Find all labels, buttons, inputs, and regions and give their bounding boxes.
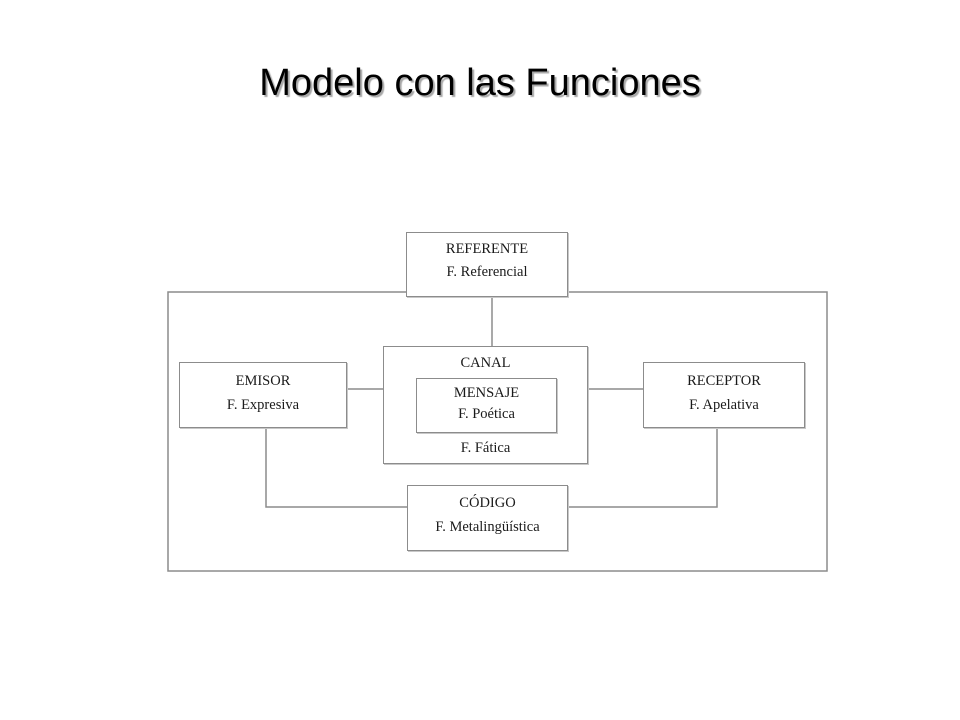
canal-label: CANAL: [460, 355, 511, 371]
receptor-label: RECEPTOR: [687, 373, 761, 389]
mensaje-box: MENSAJE F. Poética: [416, 378, 557, 433]
mensaje-function: F. Poética: [458, 406, 515, 422]
referente-function: F. Referencial: [446, 264, 528, 280]
referente-label: REFERENTE: [445, 241, 529, 257]
codigo-box: CÓDIGO F. Metalingüística: [407, 485, 568, 551]
emisor-label: EMISOR: [235, 373, 291, 389]
emisor-box: EMISOR F. Expresiva: [179, 362, 347, 428]
emisor-codigo-connector: [265, 428, 407, 508]
receptor-codigo-connector: [568, 428, 718, 508]
codigo-label: CÓDIGO: [459, 495, 516, 511]
receptor-box: RECEPTOR F. Apelativa: [643, 362, 805, 428]
mensaje-label: MENSAJE: [453, 385, 520, 401]
referente-box: REFERENTE F. Referencial: [406, 232, 568, 297]
codigo-function: F. Metalingüística: [435, 519, 540, 535]
emisor-function: F. Expresiva: [226, 397, 300, 413]
receptor-function: F. Apelativa: [689, 397, 759, 413]
slide-title: Modelo con las Funciones: [259, 62, 701, 104]
canal-function: F. Fática: [460, 440, 511, 456]
